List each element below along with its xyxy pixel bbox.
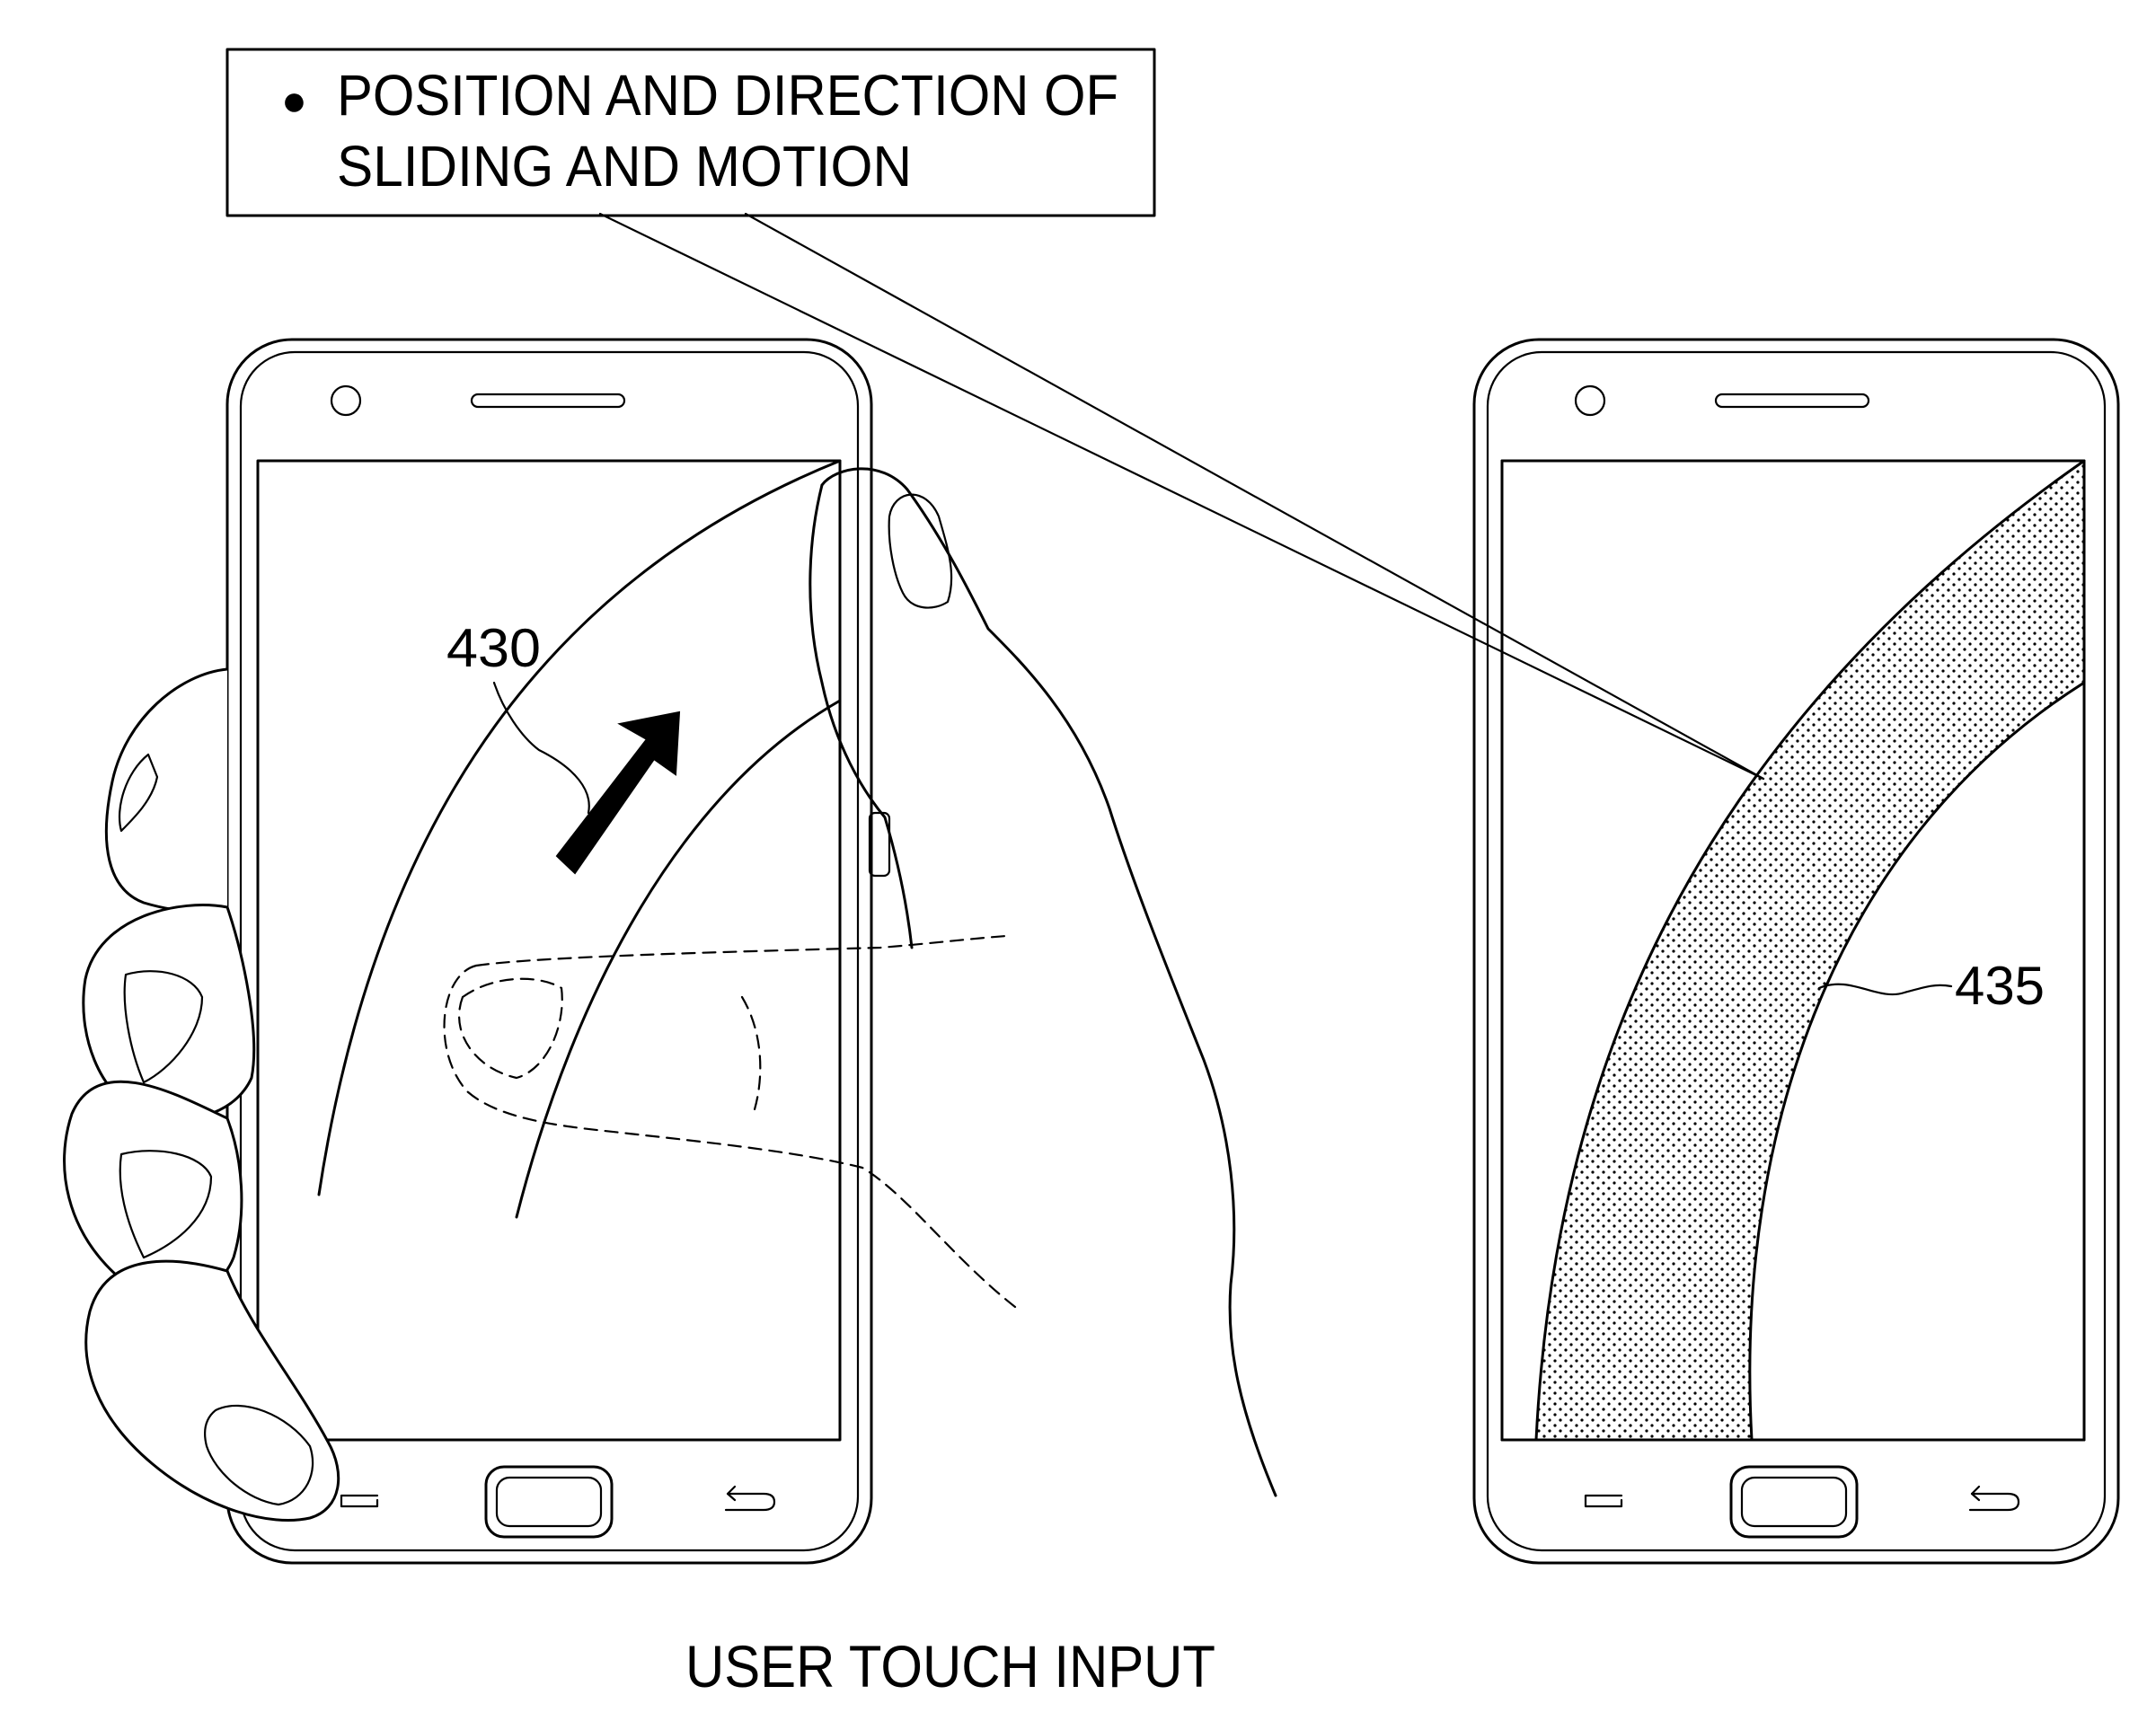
callout-line-2: SLIDING AND MOTION <box>337 134 912 199</box>
right-phone-speaker <box>1714 393 1870 409</box>
reference-leader-435 <box>1817 983 1953 996</box>
figure-caption: USER TOUCH INPUT <box>685 1633 1215 1699</box>
callout-leader-line-1 <box>598 212 1765 781</box>
band-edge-inner <box>1748 681 2084 1440</box>
finger-2-nail <box>123 970 204 1084</box>
right-phone-inner <box>1486 350 2107 1552</box>
right-home-button <box>1729 1465 1859 1539</box>
finger-3 <box>63 1080 243 1298</box>
right-hand <box>808 467 1277 1497</box>
finger-3-nail <box>119 1150 213 1259</box>
reference-leader-430 <box>492 681 590 815</box>
finger-4-nail <box>203 1404 314 1506</box>
right-home-button-inner <box>1740 1476 1848 1528</box>
left-phone-screen <box>256 459 842 1442</box>
finger-1-nail <box>118 753 159 833</box>
callout-line-1: POSITION AND DIRECTION OF <box>337 63 1118 128</box>
left-menu-icon <box>340 1494 379 1508</box>
left-hand <box>63 667 340 1522</box>
callout-leader-line-2 <box>744 212 1765 781</box>
right-phone: 435 <box>1472 338 2120 1565</box>
callout-bullet: ● <box>281 77 307 125</box>
reference-label-430: 430 <box>446 618 541 678</box>
reference-label-435: 435 <box>1955 956 2045 1016</box>
thumb-nail <box>888 493 953 609</box>
swipe-direction-arrow <box>555 711 681 875</box>
right-phone-outer <box>1472 338 2120 1565</box>
right-phone-camera-icon <box>1574 384 1606 417</box>
band-edge-outer <box>1534 461 2084 1440</box>
left-screen-arc-outer <box>317 459 842 1196</box>
callout-box: ● POSITION AND DIRECTION OF SLIDING AND … <box>225 48 1156 217</box>
left-phone-side-key <box>868 811 891 878</box>
highlighted-touch-band <box>1536 461 2084 1440</box>
right-back-icon <box>1968 1485 2020 1512</box>
dashed-finger-ghost <box>443 934 1017 1309</box>
callout-leader <box>598 212 1765 781</box>
right-menu-icon <box>1584 1494 1623 1508</box>
left-phone: 430 <box>63 338 1277 1565</box>
left-phone-camera-icon <box>330 384 362 417</box>
finger-4 <box>84 1259 340 1522</box>
left-home-button-inner <box>495 1476 603 1528</box>
left-back-icon <box>724 1485 776 1512</box>
left-phone-speaker <box>470 393 626 409</box>
callout-frame <box>225 48 1156 217</box>
left-home-button <box>484 1465 614 1539</box>
